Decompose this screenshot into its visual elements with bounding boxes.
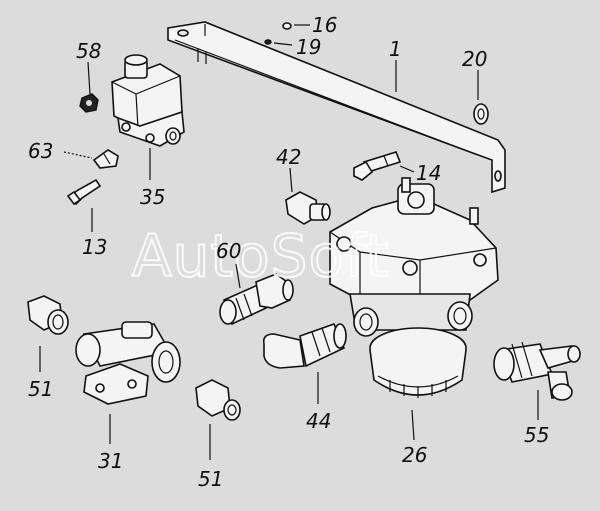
part-20-washer — [473, 103, 489, 125]
callout-26: 26 — [402, 443, 427, 467]
callout-13: 13 — [82, 235, 107, 259]
part-44-elbow — [262, 322, 347, 369]
part-51-fitting-bottom — [195, 379, 241, 421]
callout-1: 1 — [389, 37, 402, 61]
callout-16: 16 — [312, 13, 337, 37]
callout-35: 35 — [140, 185, 165, 209]
part-58-nut — [79, 93, 99, 113]
callout-51-left: 51 — [28, 377, 53, 401]
callout-51-bottom: 51 — [198, 467, 223, 491]
part-42-fitting — [285, 191, 331, 225]
callout-19: 19 — [296, 35, 321, 59]
callout-42: 42 — [276, 145, 301, 169]
callout-44: 44 — [306, 409, 331, 433]
callout-63: 63 — [28, 139, 53, 163]
leader-lines — [39, 24, 539, 460]
part-63-fitting — [92, 149, 119, 169]
callout-20: 20 — [462, 47, 487, 71]
part-26-main-valve — [329, 177, 499, 398]
part-60-fitting — [219, 273, 294, 326]
callout-31: 31 — [98, 449, 123, 473]
part-1-bracket — [167, 21, 506, 194]
callout-14: 14 — [416, 161, 441, 185]
callouts: 16 19 1 20 58 63 35 42 14 13 60 51 31 51… — [28, 13, 549, 491]
part-19-washer — [264, 39, 272, 45]
watermark: AutoSoft — [132, 222, 389, 290]
callout-55: 55 — [524, 423, 549, 447]
part-55-tee — [493, 341, 581, 401]
part-16-washer — [282, 22, 292, 30]
callout-60: 60 — [216, 239, 241, 263]
part-14-bolt — [353, 151, 402, 181]
part-13-bolt — [66, 178, 102, 206]
part-31-tee — [75, 321, 181, 405]
callout-58: 58 — [76, 39, 101, 63]
part-35-solenoid-valve — [111, 54, 185, 147]
part-51-fitting-left — [27, 295, 69, 335]
